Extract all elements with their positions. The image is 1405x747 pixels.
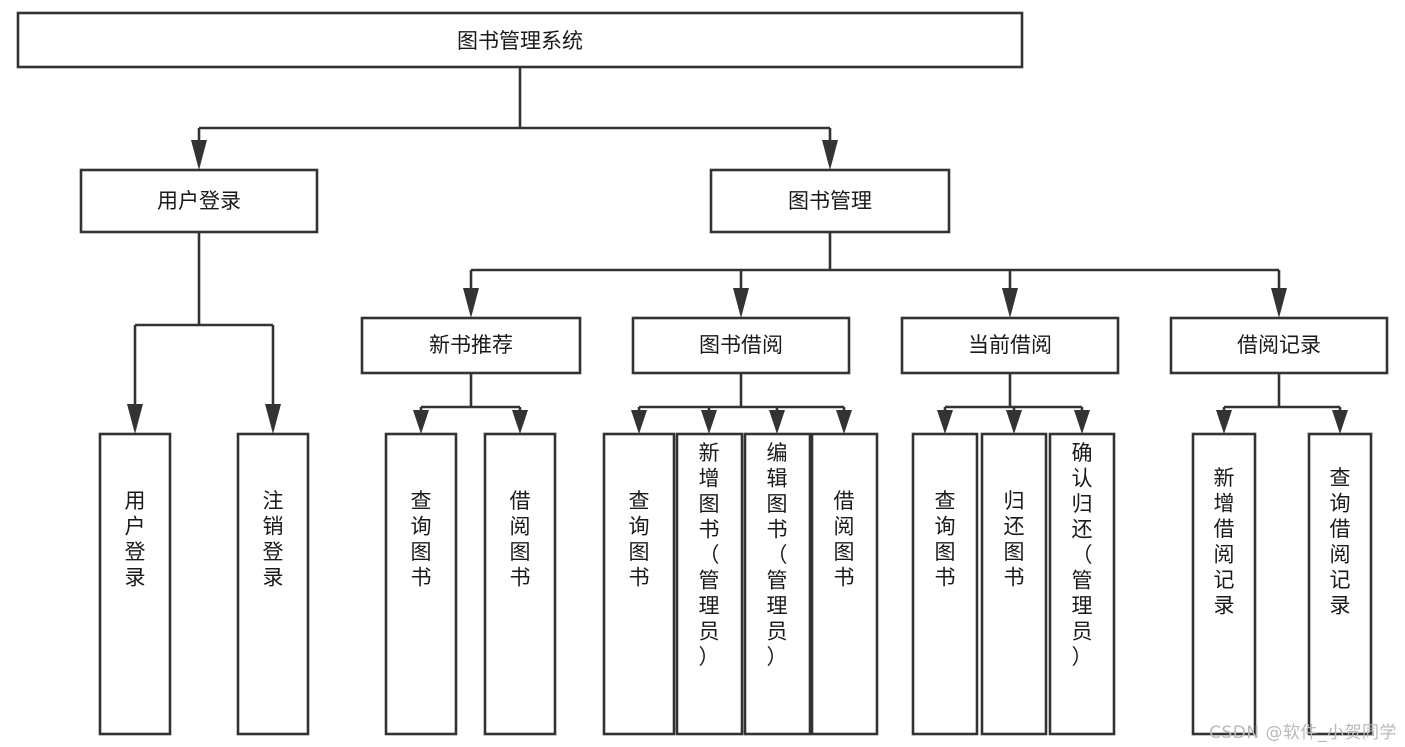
node-borrow-record-box[interactable] <box>1169 316 1389 375</box>
node-book-manage[interactable]: 图书管理 <box>709 168 951 234</box>
node-leaf-cur-return-label: 归还图书 <box>1004 489 1025 590</box>
node-book-borrow-box[interactable] <box>631 316 851 375</box>
node-current-borrow-label: 当前借阅 <box>968 333 1052 357</box>
node-borrow-record-label: 借阅记录 <box>1237 333 1321 357</box>
connector-group-user-login <box>127 232 281 434</box>
node-leaf-borrow-query[interactable]: 查询图书 <box>602 432 676 736</box>
connector-group-borrow-record <box>1216 373 1348 434</box>
node-leaf-cur-return[interactable]: 归还图书 <box>980 432 1048 736</box>
node-new-book-rec-box[interactable] <box>360 316 582 375</box>
node-leaf-rec-query-label: 查询图书 <box>411 489 432 590</box>
node-root-box[interactable] <box>16 11 1024 69</box>
arrow-head-current-borrow <box>1002 288 1018 318</box>
arrow-head-leaf-rec-borrow <box>512 410 528 434</box>
arrow-head-leaf-borrow-lend <box>836 410 852 434</box>
node-book-manage-box[interactable] <box>709 168 951 234</box>
node-leaf-user-logout-box[interactable] <box>236 432 310 736</box>
node-leaf-borrow-add-label: 新增图书（管理员） <box>699 441 720 669</box>
node-leaf-rec-query2[interactable]: 查询借阅记录 <box>1307 432 1373 736</box>
node-leaf-cur-confirm[interactable]: 确认归还（管理员） <box>1048 432 1116 736</box>
arrow-head-leaf-rec-query2 <box>1332 410 1348 434</box>
connector-group-book-borrow <box>631 373 852 434</box>
connector-group-book-manage <box>463 232 1287 318</box>
arrow-head-user-login <box>191 140 207 170</box>
arrow-head-leaf-cur-return <box>1006 410 1022 434</box>
arrow-head-leaf-rec-add <box>1216 410 1232 434</box>
arrow-head-leaf-borrow-query <box>631 410 647 434</box>
node-new-book-rec[interactable]: 新书推荐 <box>360 316 582 375</box>
arrow-head-borrow-record <box>1271 288 1287 318</box>
arrow-head-book-manage <box>822 140 838 170</box>
node-user-login-label: 用户登录 <box>157 189 241 213</box>
node-leaf-borrow-lend-box[interactable] <box>810 432 879 736</box>
node-user-login[interactable]: 用户登录 <box>79 168 319 234</box>
node-book-borrow-label: 图书借阅 <box>699 333 783 357</box>
node-leaf-borrow-add-box[interactable] <box>675 432 744 736</box>
node-leaf-borrow-query-box[interactable] <box>602 432 676 736</box>
node-leaf-cur-query-label: 查询图书 <box>935 489 956 590</box>
node-leaf-rec-add-label: 新增借阅记录 <box>1214 466 1235 618</box>
node-new-book-rec-label: 新书推荐 <box>429 333 513 357</box>
node-leaf-rec-add-box[interactable] <box>1191 432 1257 736</box>
node-leaf-rec-query-box[interactable] <box>384 432 458 736</box>
node-leaf-rec-borrow-label: 借阅图书 <box>510 489 531 590</box>
node-leaf-user-logout-label: 注销登录 <box>263 489 284 590</box>
csdn-watermark: CSDN @软件_小贺同学 <box>1209 723 1397 743</box>
node-leaf-borrow-query-label: 查询图书 <box>629 489 650 590</box>
node-leaf-rec-query2-box[interactable] <box>1307 432 1373 736</box>
node-book-borrow[interactable]: 图书借阅 <box>631 316 851 375</box>
arrow-head-book-borrow <box>733 288 749 318</box>
arrow-head-leaf-user-logout <box>265 404 281 434</box>
arrow-head-leaf-cur-query <box>937 410 953 434</box>
arrow-head-leaf-borrow-edit <box>769 410 785 434</box>
node-leaf-user-logout[interactable]: 注销登录 <box>236 432 310 736</box>
connector-group-new-book-rec <box>413 373 528 434</box>
node-user-login-box[interactable] <box>79 168 319 234</box>
arrow-head-leaf-cur-confirm <box>1074 410 1090 434</box>
arrow-head-new-book-rec <box>463 288 479 318</box>
node-borrow-record[interactable]: 借阅记录 <box>1169 316 1389 375</box>
arrow-head-leaf-borrow-add <box>701 410 717 434</box>
node-leaf-rec-query2-label: 查询借阅记录 <box>1330 466 1351 618</box>
connector-group-current-borrow <box>937 373 1090 434</box>
node-leaf-cur-query[interactable]: 查询图书 <box>911 432 979 736</box>
node-leaf-rec-borrow-box[interactable] <box>483 432 557 736</box>
node-leaf-user-login[interactable]: 用户登录 <box>98 432 172 736</box>
node-leaf-cur-return-box[interactable] <box>980 432 1048 736</box>
node-leaf-borrow-edit-label: 编辑图书（管理员） <box>767 441 788 669</box>
node-book-manage-label: 图书管理 <box>788 189 872 213</box>
node-leaf-borrow-lend-label: 借阅图书 <box>834 489 855 590</box>
node-leaf-user-login-box[interactable] <box>98 432 172 736</box>
node-leaf-borrow-edit[interactable]: 编辑图书（管理员） <box>743 432 812 736</box>
node-leaf-cur-confirm-box[interactable] <box>1048 432 1116 736</box>
node-leaf-borrow-lend[interactable]: 借阅图书 <box>810 432 879 736</box>
node-current-borrow-box[interactable] <box>900 316 1120 375</box>
node-leaf-cur-query-box[interactable] <box>911 432 979 736</box>
node-leaf-user-login-label: 用户登录 <box>125 489 146 590</box>
arrow-head-leaf-user-login <box>127 404 143 434</box>
node-current-borrow[interactable]: 当前借阅 <box>900 316 1120 375</box>
node-leaf-rec-query[interactable]: 查询图书 <box>384 432 458 736</box>
node-root-label: 图书管理系统 <box>457 29 583 53</box>
node-leaf-borrow-add[interactable]: 新增图书（管理员） <box>675 432 744 736</box>
node-leaf-rec-add[interactable]: 新增借阅记录 <box>1191 432 1257 736</box>
node-leaf-rec-borrow[interactable]: 借阅图书 <box>483 432 557 736</box>
connector-group-root <box>191 67 838 170</box>
node-leaf-borrow-edit-box[interactable] <box>743 432 812 736</box>
node-root[interactable]: 图书管理系统 <box>16 11 1024 69</box>
arrow-head-leaf-rec-query <box>413 410 429 434</box>
node-leaf-cur-confirm-label: 确认归还（管理员） <box>1072 441 1093 669</box>
